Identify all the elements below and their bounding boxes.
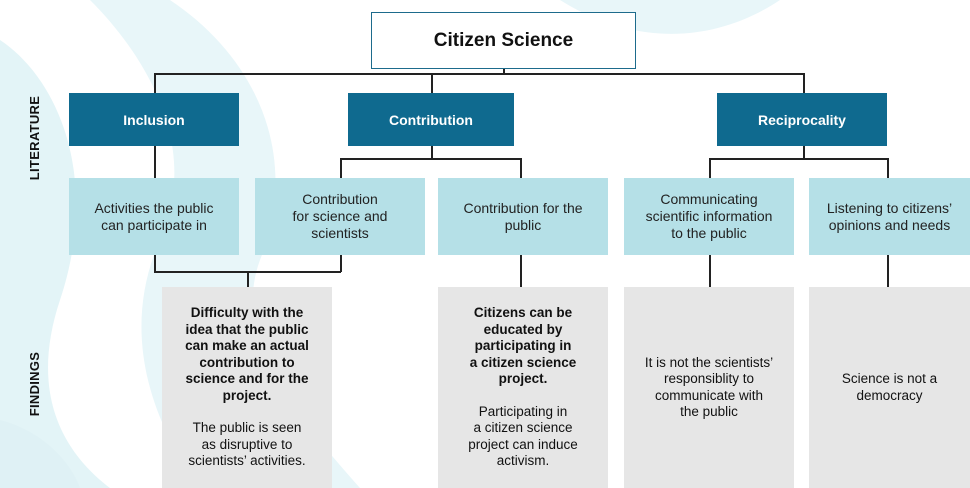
text-line: democracy — [856, 387, 923, 403]
text-line: can make an actual — [185, 338, 309, 354]
text-line: project. — [222, 387, 272, 403]
text-line: communicate with — [654, 387, 764, 403]
literature-contribution-science: Contribution for science and scientists — [255, 178, 425, 255]
text-line: scientific information — [645, 208, 773, 224]
side-label-findings: FINDINGS — [27, 351, 42, 417]
text-line: Listening to citizens’ — [826, 199, 953, 216]
category-label: Inclusion — [123, 111, 185, 128]
text-line: Difficulty with the — [190, 305, 304, 321]
text-line: scientists’ activities. — [188, 453, 306, 469]
finding-educated: Citizens can be educated by participatin… — [438, 287, 608, 488]
text-line: a citizen science — [473, 420, 573, 436]
text-line: to the public — [671, 225, 747, 241]
text-line: opinions and needs — [828, 216, 951, 233]
text-line: activism. — [496, 453, 550, 469]
literature-contribution-public: Contribution for the public — [438, 178, 608, 255]
text-line: the public — [680, 404, 738, 419]
text-line: Participating in — [478, 403, 568, 419]
text-line: can participate in — [101, 216, 207, 233]
text-line: Science is not a — [841, 371, 938, 386]
text-line: as disruptive to — [201, 436, 293, 452]
category-reciprocality: Reciprocality — [717, 93, 887, 146]
text-line: Citizens can be — [473, 305, 573, 321]
category-inclusion: Inclusion — [69, 93, 239, 146]
finding-responsibility: It is not the scientists’ responsiblity … — [624, 287, 794, 488]
text-line: educated by — [483, 321, 563, 337]
root-node: Citizen Science — [371, 12, 636, 69]
root-label: Citizen Science — [433, 29, 574, 51]
text-line: for science and — [292, 208, 388, 224]
category-label: Contribution — [389, 111, 473, 128]
literature-communicating: Communicating scientific information to … — [624, 178, 794, 255]
text-line: Contribution for the — [463, 199, 583, 216]
text-line: Communicating — [660, 191, 758, 207]
category-label: Reciprocality — [758, 111, 846, 128]
literature-activities: Activities the public can participate in — [69, 178, 239, 255]
side-label-literature: LITERATURE — [27, 95, 42, 181]
text-line: project can induce — [468, 436, 578, 452]
text-line: responsiblity to — [663, 371, 755, 386]
text-line: contribution to — [199, 354, 295, 370]
text-line: The public is seen — [192, 420, 302, 436]
text-line: a citizen science — [469, 354, 577, 370]
category-contribution: Contribution — [348, 93, 514, 146]
text-line: It is not the scientists’ — [644, 354, 774, 370]
text-line: Contribution — [302, 191, 378, 207]
text-line: Activities the public — [94, 199, 214, 216]
text-line: scientists — [311, 225, 369, 241]
text-line: public — [504, 216, 542, 233]
text-line: project. — [498, 371, 548, 387]
text-line: participating in — [474, 338, 572, 354]
text-line: idea that the public — [185, 321, 309, 337]
finding-democracy: Science is not a democracy — [809, 287, 970, 488]
literature-listening: Listening to citizens’ opinions and need… — [809, 178, 970, 255]
text-line: science and for the — [185, 371, 309, 387]
finding-difficulty: Difficulty with the idea that the public… — [162, 287, 332, 488]
